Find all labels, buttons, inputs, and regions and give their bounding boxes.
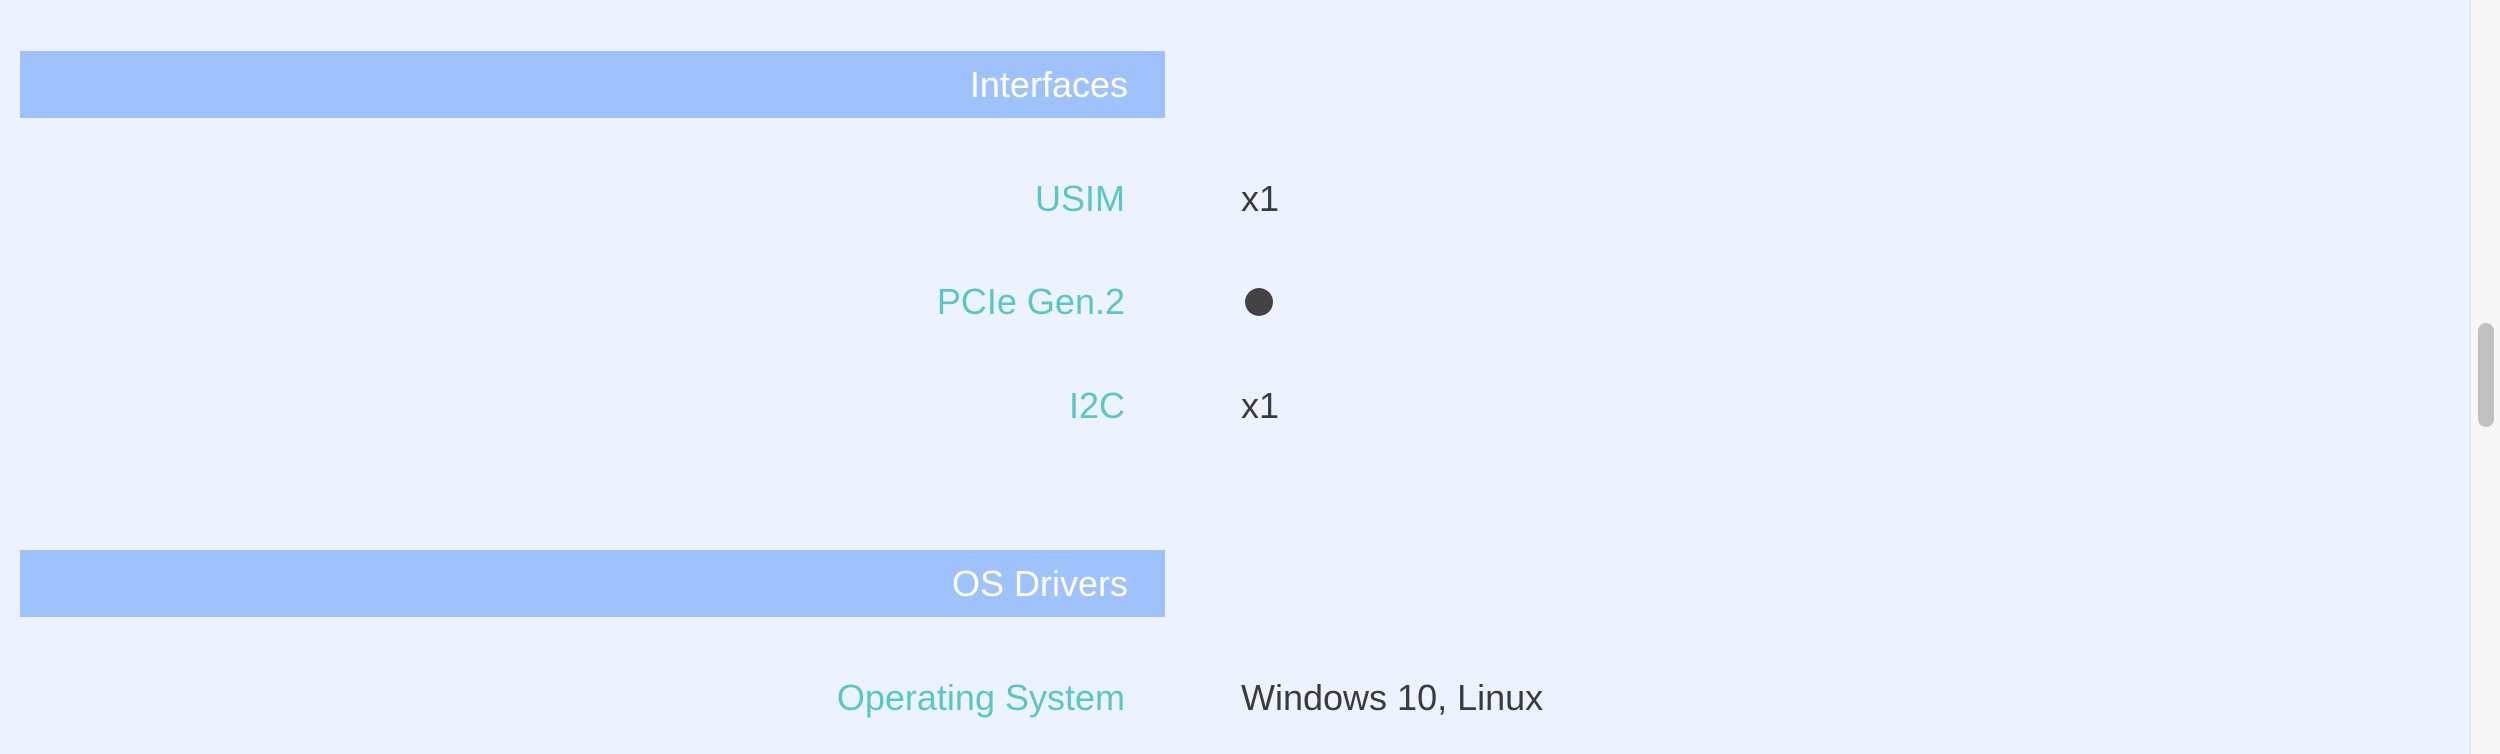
spec-row-pcie: PCIe Gen.2 [0, 272, 2470, 332]
vertical-scrollbar[interactable] [2470, 0, 2500, 754]
spec-value: Windows 10, Linux [1241, 677, 1544, 718]
filled-circle-icon [1245, 288, 1273, 316]
section-header-interfaces: Interfaces [20, 51, 1165, 118]
spec-label: USIM [1035, 178, 1125, 219]
spec-value: x1 [1241, 385, 1280, 426]
section-title: OS Drivers [951, 563, 1128, 604]
scrollbar-thumb[interactable] [2478, 323, 2494, 427]
section-header-os-drivers: OS Drivers [20, 550, 1165, 617]
spec-row-i2c: I2C x1 [0, 376, 2470, 436]
section-title: Interfaces [969, 64, 1128, 105]
spec-label: I2C [1068, 385, 1125, 426]
spec-label: Operating System [836, 677, 1125, 718]
spec-row-usim: USIM x1 [0, 169, 2470, 229]
spec-label: PCIe Gen.2 [936, 281, 1125, 322]
spec-value: x1 [1241, 178, 1280, 219]
spec-row-operating-system: Operating System Windows 10, Linux [0, 668, 2470, 728]
